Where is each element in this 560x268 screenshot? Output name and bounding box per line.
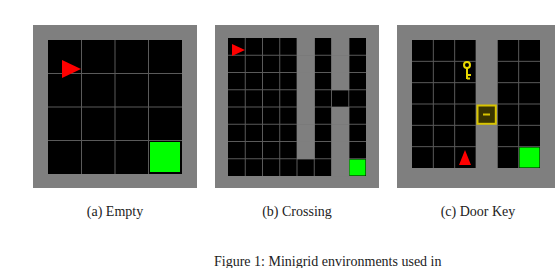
doorkey-floor bbox=[412, 40, 540, 168]
empty-wall bbox=[33, 25, 197, 188]
panel-label: (c) Door Key bbox=[441, 204, 516, 221]
grid-lines bbox=[412, 40, 540, 168]
panel-label: (a) Empty bbox=[87, 204, 143, 221]
door-handle bbox=[483, 114, 490, 116]
wall-cell bbox=[332, 107, 350, 125]
wall-cell bbox=[332, 159, 350, 177]
crossing-wall bbox=[215, 25, 379, 188]
goal-square bbox=[150, 142, 180, 172]
wall-cell bbox=[297, 55, 315, 73]
wall-cell bbox=[332, 73, 350, 91]
wall-cell bbox=[297, 107, 315, 125]
key-icon bbox=[464, 62, 471, 79]
dividing-wall bbox=[476, 40, 497, 168]
wall-cell bbox=[332, 55, 350, 73]
crossing-floor bbox=[228, 38, 366, 176]
goal-square bbox=[520, 148, 540, 168]
goal-square bbox=[350, 160, 366, 176]
grid-lines bbox=[228, 38, 366, 176]
grid-lines bbox=[48, 40, 182, 174]
inner-walls bbox=[297, 38, 349, 177]
wall-cell bbox=[297, 38, 315, 56]
empty-floor bbox=[48, 40, 182, 174]
wall-cell bbox=[297, 73, 315, 91]
doorkey-wall bbox=[397, 25, 555, 188]
figure-caption: Figure 1: Minigrid environments used in bbox=[214, 254, 441, 268]
wall-cell bbox=[332, 142, 350, 160]
agent-triangle bbox=[459, 150, 471, 165]
agent-triangle bbox=[232, 44, 245, 56]
wall-cell bbox=[332, 124, 350, 142]
locked-door bbox=[478, 106, 496, 124]
grid-line bbox=[48, 140, 182, 141]
wall-cell bbox=[297, 142, 315, 160]
wall-cell bbox=[297, 90, 315, 108]
grid-line bbox=[48, 107, 182, 108]
wall-cell bbox=[297, 124, 315, 142]
wall-cell bbox=[332, 38, 350, 56]
panel-label: (b) Crossing bbox=[262, 204, 332, 221]
agent-triangle bbox=[62, 60, 81, 78]
